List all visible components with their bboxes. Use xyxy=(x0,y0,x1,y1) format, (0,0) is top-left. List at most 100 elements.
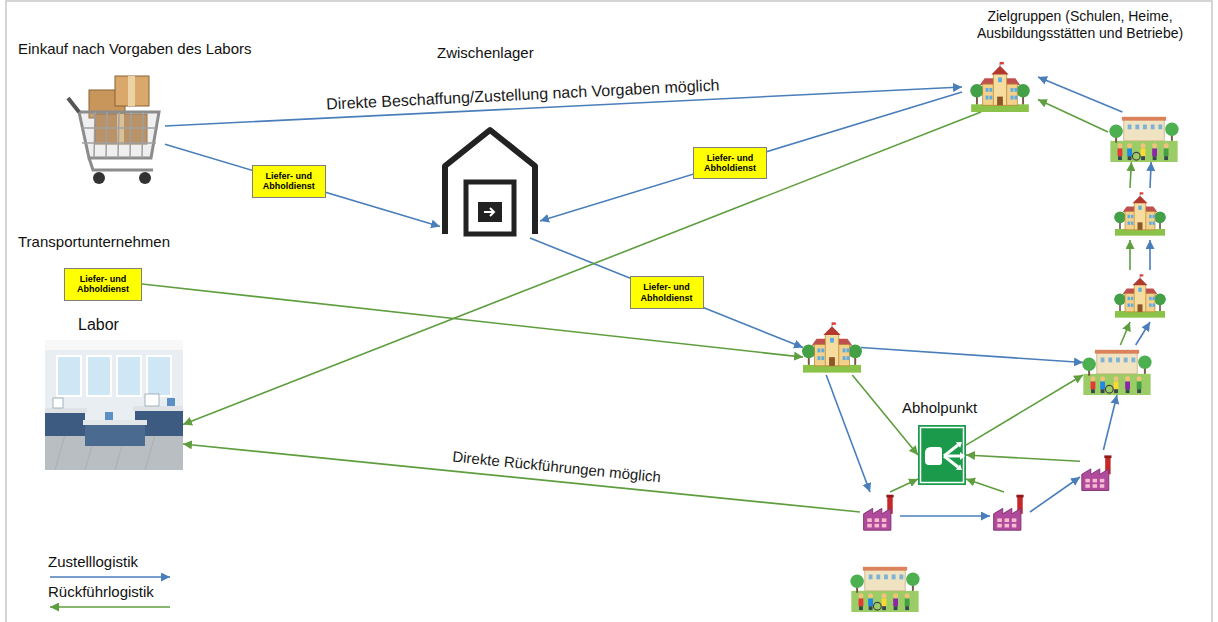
building-window xyxy=(1128,125,1132,130)
wheelchair xyxy=(1105,385,1113,393)
transport-box: TransportunternehmenLiefer- und Abholdie… xyxy=(64,268,142,301)
flag xyxy=(1000,62,1004,64)
connector-arrow xyxy=(966,375,1083,445)
factory-window xyxy=(1093,484,1098,488)
building-window xyxy=(1135,125,1139,130)
school-window xyxy=(1014,96,1017,100)
connector-arrow xyxy=(966,479,1004,492)
laboratory: Labor xyxy=(45,340,183,470)
flag xyxy=(832,322,836,324)
building-window xyxy=(876,575,880,580)
connector-arrow xyxy=(826,375,870,492)
factory-window xyxy=(882,518,887,522)
child-body xyxy=(1141,149,1146,157)
connector-arrow xyxy=(900,515,990,517)
arrow-stem xyxy=(944,456,958,467)
child-head xyxy=(858,593,863,598)
school-window xyxy=(1153,297,1156,300)
playground xyxy=(1083,345,1151,395)
child-head xyxy=(1164,143,1169,148)
factory-window xyxy=(1100,479,1105,483)
shopping-cart: Einkauf nach Vorgaben des Labors xyxy=(65,68,165,190)
factory-window xyxy=(867,524,872,528)
island-top xyxy=(83,420,147,425)
child-body xyxy=(1125,382,1130,390)
building-window xyxy=(1124,358,1128,363)
tree-crown xyxy=(1154,294,1166,306)
factory-window xyxy=(882,524,887,528)
child-body xyxy=(868,599,873,607)
connector-arrow xyxy=(890,479,918,492)
child-legs xyxy=(1137,389,1141,393)
school-window xyxy=(1128,304,1131,307)
school-window xyxy=(1128,215,1131,218)
school-icon xyxy=(1115,270,1165,322)
school-window xyxy=(818,348,821,352)
building-window xyxy=(899,575,903,580)
tree-crown xyxy=(1082,358,1095,371)
school-window xyxy=(989,96,992,100)
factory-window xyxy=(1005,524,1010,528)
legend-label: Zustelllogistik xyxy=(48,553,172,571)
school-window xyxy=(847,348,850,352)
child-legs xyxy=(905,606,909,610)
floor-tile-line xyxy=(55,435,65,470)
node-heading: Einkauf nach Vorgaben des Labors xyxy=(18,40,252,58)
node-heading: Labor xyxy=(78,315,119,334)
flag xyxy=(1140,192,1143,194)
child-legs xyxy=(1141,156,1145,160)
school-window xyxy=(1153,304,1156,307)
playground-icon xyxy=(1108,112,1180,162)
connector-arrow xyxy=(1103,395,1117,450)
tree-crown xyxy=(1138,356,1151,369)
child-body xyxy=(1114,382,1119,390)
cart-wheel xyxy=(93,172,105,184)
edge-label: Liefer- und Abholdienst xyxy=(630,276,704,309)
child-legs xyxy=(1164,156,1168,160)
shopping-cart-icon xyxy=(65,68,165,190)
child-head xyxy=(1125,376,1130,381)
connector-arrow xyxy=(1150,162,1151,188)
node-heading: Zwischenlager xyxy=(437,44,534,62)
warehouse-icon xyxy=(440,124,540,238)
cart-basket xyxy=(79,112,159,158)
tree-crown xyxy=(1109,125,1122,138)
legend-arrow-line xyxy=(50,576,170,578)
lab-window xyxy=(147,356,171,396)
school-window xyxy=(1128,222,1131,225)
child-body xyxy=(1164,149,1169,157)
wheelchair xyxy=(1132,152,1140,160)
building-roof xyxy=(1122,117,1166,121)
factory-window xyxy=(1085,479,1090,483)
tree-crown xyxy=(850,575,863,588)
school-window xyxy=(1138,288,1141,292)
child-head xyxy=(868,593,873,598)
school-icon xyxy=(803,320,861,375)
tree-crown xyxy=(1114,212,1126,224)
school-window xyxy=(1153,215,1156,218)
building xyxy=(865,570,905,591)
child-legs xyxy=(869,606,873,610)
lab-device xyxy=(53,398,63,408)
tree-crown xyxy=(970,84,983,97)
connector-arrow xyxy=(1130,162,1131,188)
lab-window xyxy=(87,356,111,396)
connector-arrow xyxy=(1129,240,1131,270)
child-body xyxy=(1137,382,1142,390)
node-heading: Transportunternehmen xyxy=(18,233,170,251)
child-legs xyxy=(1118,156,1122,160)
building-window xyxy=(1116,358,1120,363)
school-window xyxy=(1131,222,1134,225)
arrow-stem xyxy=(944,445,958,456)
tree-crown xyxy=(1154,212,1166,224)
pickup-point-icon xyxy=(918,425,966,485)
lab-window xyxy=(57,356,81,396)
frame xyxy=(6,1,1212,622)
child-head xyxy=(1100,376,1105,381)
building-roof xyxy=(863,567,907,571)
school-window xyxy=(1131,215,1134,218)
tree-crown xyxy=(802,345,816,359)
sign-frame xyxy=(921,428,964,483)
school-window xyxy=(1014,88,1017,92)
school-window xyxy=(1128,297,1131,300)
